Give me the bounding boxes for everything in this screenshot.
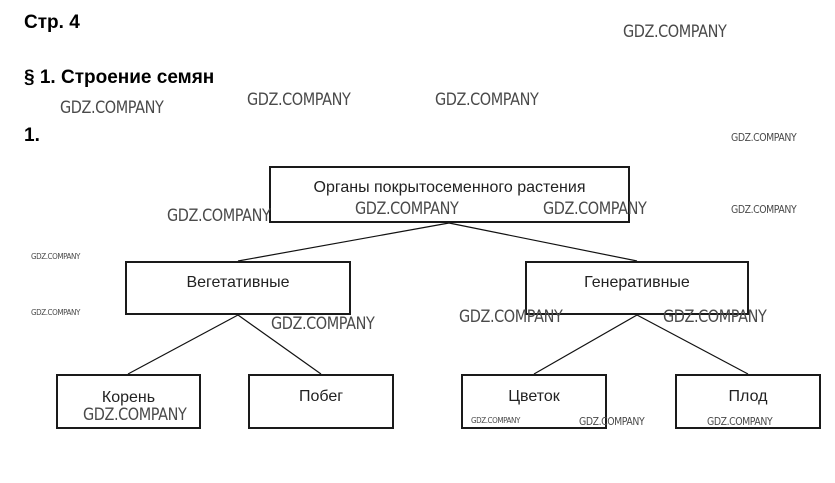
flower-organ-box: Цветок xyxy=(461,374,607,429)
watermark: GDZ.COMPANY xyxy=(707,415,773,428)
watermark: GDZ.COMPANY xyxy=(60,98,164,118)
watermark: GDZ.COMPANY xyxy=(543,199,647,219)
watermark: GDZ.COMPANY xyxy=(83,405,187,425)
diagram-root-box: Органы покрытосеменного растения xyxy=(269,166,630,223)
fruit-organ-box: Плод xyxy=(675,374,821,429)
generative-organs-box: Генеративные xyxy=(525,261,749,315)
watermark: GDZ.COMPANY xyxy=(663,307,767,327)
watermark: GDZ.COMPANY xyxy=(435,90,539,110)
watermark: GDZ.COMPANY xyxy=(459,307,563,327)
section-title: § 1. Строение семян xyxy=(24,67,215,88)
shoot-organ-label: Побег xyxy=(298,388,344,405)
flower-organ-label: Цветок xyxy=(508,388,560,405)
root-organ-box: Корень xyxy=(56,374,201,429)
watermark: GDZ.COMPANY xyxy=(247,90,351,110)
shoot-organ-box: Побег xyxy=(248,374,394,429)
watermark: GDZ.COMPANY xyxy=(271,314,375,334)
watermark: GDZ.COMPANY xyxy=(167,206,271,226)
watermark: GDZ.COMPANY xyxy=(31,252,80,261)
watermark: GDZ.COMPANY xyxy=(471,416,520,425)
watermark: GDZ.COMPANY xyxy=(623,22,727,42)
watermark: GDZ.COMPANY xyxy=(579,415,645,428)
vegetative-organs-label: Вегетативные xyxy=(186,274,290,291)
watermark: GDZ.COMPANY xyxy=(731,203,797,216)
diagram-root-label: Органы покрытосеменного растения xyxy=(313,179,586,196)
connector-vegetative-shoot xyxy=(237,314,322,375)
connector-vegetative-root xyxy=(127,314,239,375)
connector-generative-fruit xyxy=(636,314,749,375)
fruit-organ-label: Плод xyxy=(728,388,768,405)
watermark: GDZ.COMPANY xyxy=(31,308,80,317)
page-number: Стр. 4 xyxy=(24,12,80,33)
task-number: 1. xyxy=(24,125,40,146)
generative-organs-label: Генеративные xyxy=(584,274,690,291)
watermark: GDZ.COMPANY xyxy=(731,131,797,144)
vegetative-organs-box: Вегетативные xyxy=(125,261,351,315)
watermark: GDZ.COMPANY xyxy=(355,199,459,219)
connector-root-generative xyxy=(448,222,638,262)
root-organ-label: Корень xyxy=(101,389,156,406)
connector-root-vegetative xyxy=(237,222,450,262)
connector-generative-flower xyxy=(533,314,638,375)
